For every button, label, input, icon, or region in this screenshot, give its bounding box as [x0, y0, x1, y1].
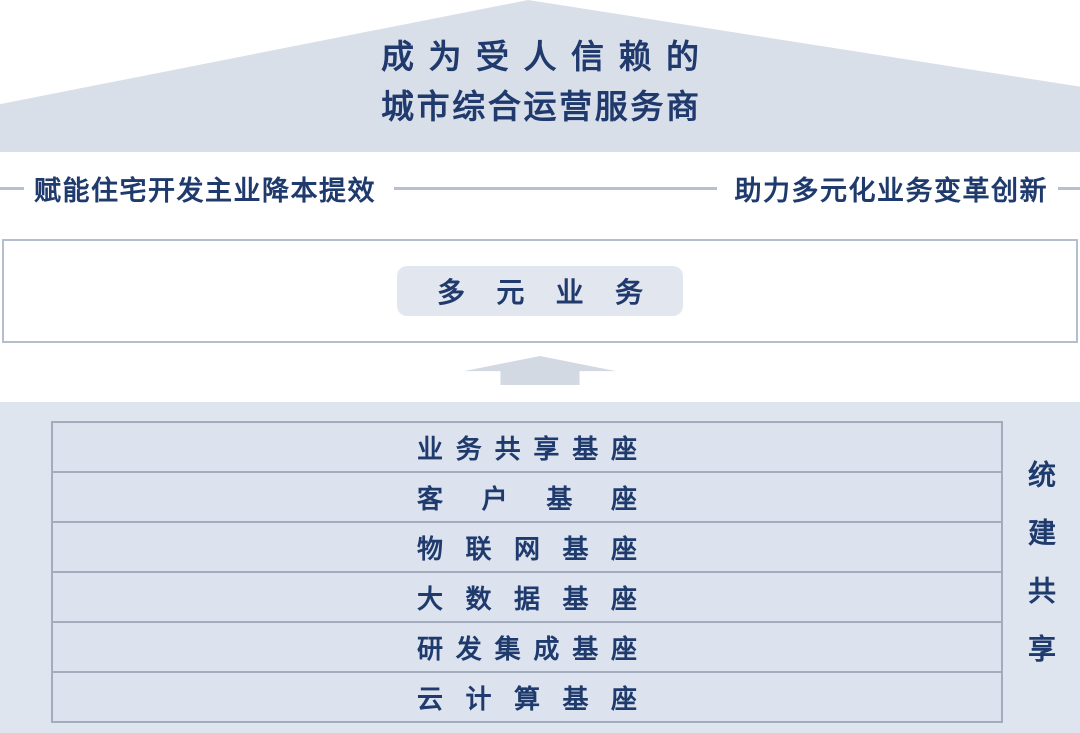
left-edge-dash — [0, 186, 24, 190]
slogan-right: 助力多元化业务变革创新 — [734, 175, 1048, 206]
platform-row-label: 客户基座 — [417, 483, 637, 514]
side-label-vertical: 统建共享 — [1025, 460, 1056, 692]
platform-row-label: 业务共享基座 — [417, 433, 637, 464]
platform-row-label: 大数据基座 — [417, 583, 637, 614]
right-edge-dash — [1058, 186, 1080, 190]
roof-shape: 成为受人信赖的 城市综合运营服务商 — [0, 0, 1080, 152]
platform-row-big-data: 大数据基座 — [53, 573, 1001, 623]
platform-row-iot: 物联网基座 — [53, 523, 1001, 573]
vision-title-line1: 成为受人信赖的 — [381, 38, 699, 75]
platform-row-label: 物联网基座 — [417, 533, 637, 564]
platform-row-customer: 客户基座 — [53, 473, 1001, 523]
platform-stack: 业务共享基座 客户基座 物联网基座 大数据基座 研发集成基座 云计算基座 — [51, 421, 1003, 723]
diversified-business-pill: 多元业务 — [397, 266, 683, 316]
platform-row-label: 云计算基座 — [417, 683, 637, 714]
platform-row-cloud-computing: 云计算基座 — [53, 673, 1001, 721]
vision-title: 成为受人信赖的 城市综合运营服务商 — [381, 40, 699, 123]
diversified-business-box: 多元业务 — [2, 239, 1078, 343]
platform-row-rd-integration: 研发集成基座 — [53, 623, 1001, 673]
slogan-row: 赋能住宅开发主业降本提效 助力多元化业务变革创新 — [0, 171, 1080, 206]
vision-title-line2: 城市综合运营服务商 — [381, 88, 699, 125]
up-arrow-icon — [464, 356, 616, 385]
platform-row-business-sharing: 业务共享基座 — [53, 423, 1001, 473]
base-band: 业务共享基座 客户基座 物联网基座 大数据基座 研发集成基座 云计算基座 统建共… — [0, 402, 1080, 733]
diversified-business-label: 多元业务 — [437, 277, 643, 308]
platform-row-label: 研发集成基座 — [417, 633, 637, 664]
divider-line — [394, 186, 717, 190]
slogan-left: 赋能住宅开发主业降本提效 — [34, 175, 376, 206]
